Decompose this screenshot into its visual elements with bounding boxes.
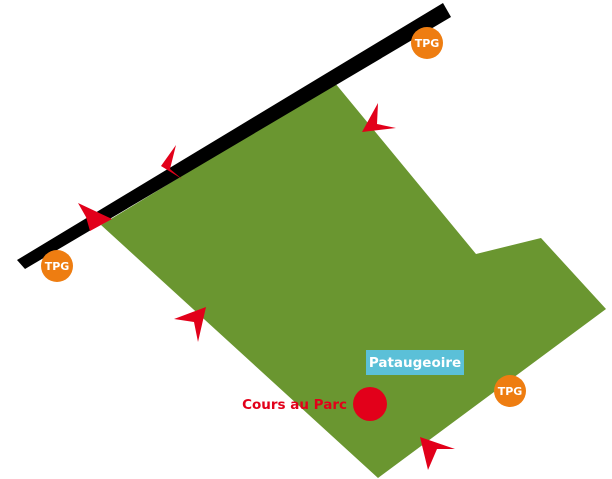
course-location-dot (353, 387, 387, 421)
tpg-bus-stop[interactable]: TPG (41, 250, 73, 282)
bus-stop-icon (411, 27, 443, 59)
pool-label-background (366, 350, 464, 375)
park-area (101, 83, 606, 478)
road (17, 3, 451, 269)
tpg-bus-stop[interactable]: TPG (411, 27, 443, 59)
pool-marker[interactable]: Pataugeoire (366, 350, 464, 375)
entrance-arrow-icon (420, 437, 455, 470)
entrance-arrow-icon (174, 307, 206, 342)
entrance-arrows (78, 103, 455, 470)
bus-stop-icon (494, 375, 526, 407)
pool-label: Pataugeoire (369, 355, 461, 371)
tpg-label: TPG (45, 260, 70, 273)
entrance-arrow-icon (78, 203, 112, 231)
tpg-bus-stop[interactable]: TPG (494, 375, 526, 407)
tpg-label: TPG (415, 37, 440, 50)
course-label: Cours au Parc (242, 397, 347, 413)
entrance-arrow-icon (362, 103, 396, 132)
course-marker[interactable]: Cours au Parc (242, 387, 387, 421)
bus-stop-icon (41, 250, 73, 282)
entrance-arrow-icon (161, 145, 182, 179)
tpg-label: TPG (498, 385, 523, 398)
